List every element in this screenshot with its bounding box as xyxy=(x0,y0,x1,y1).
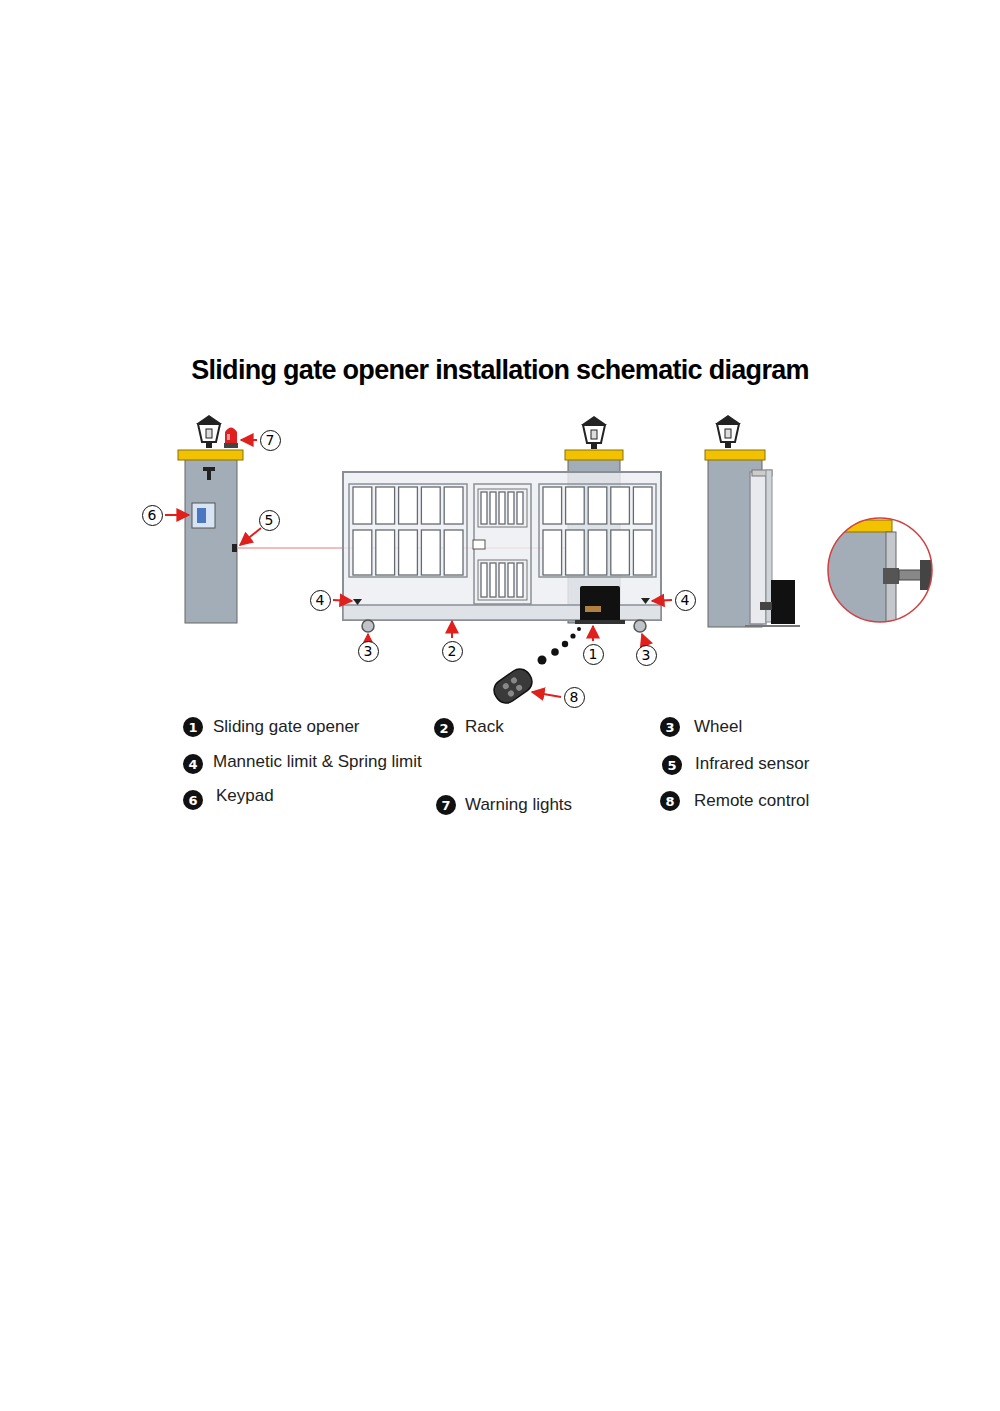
leader-arrows xyxy=(165,440,672,697)
legend-number: 3 xyxy=(660,717,680,737)
callout-number: 3 xyxy=(358,641,379,662)
part-name: Warning lights xyxy=(465,794,572,816)
limit-left xyxy=(353,599,362,605)
right-pillar xyxy=(705,415,800,627)
legend-number: 5 xyxy=(662,755,682,775)
part-name: Remote control xyxy=(694,790,809,812)
signal-dots xyxy=(538,627,582,665)
callout-number: 4 xyxy=(675,590,696,611)
callout-number: 3 xyxy=(636,645,657,666)
limit-right xyxy=(641,598,650,604)
callout-number: 5 xyxy=(259,510,280,531)
part-name: Wheel xyxy=(694,716,742,738)
callout-number: 2 xyxy=(442,641,463,662)
part-name: Keypad xyxy=(216,785,274,807)
legend-number: 4 xyxy=(183,754,203,774)
left-pillar xyxy=(178,415,243,623)
legend-number: 2 xyxy=(434,718,454,738)
callout-number: 7 xyxy=(260,430,281,451)
legend-number: 6 xyxy=(183,790,203,810)
warning-light xyxy=(224,428,238,449)
part-name: Mannetic limit & Spring limit xyxy=(213,751,422,773)
part-name: Rack xyxy=(465,716,504,738)
wheels xyxy=(362,620,646,632)
callout-number: 4 xyxy=(310,590,331,611)
part-name: Infrared sensor xyxy=(695,753,809,775)
gate-opener xyxy=(575,586,625,624)
detail-magnifier xyxy=(826,518,932,632)
callout-number: 8 xyxy=(564,687,585,708)
legend-number: 1 xyxy=(183,717,203,737)
legend-number: 8 xyxy=(660,791,680,811)
callout-number: 1 xyxy=(583,644,604,665)
diagram-title: Sliding gate opener installation schemat… xyxy=(0,355,1000,386)
callout-number: 6 xyxy=(142,505,163,526)
legend-number: 7 xyxy=(436,795,456,815)
remote-control xyxy=(490,665,537,708)
part-name: Sliding gate opener xyxy=(213,716,360,738)
